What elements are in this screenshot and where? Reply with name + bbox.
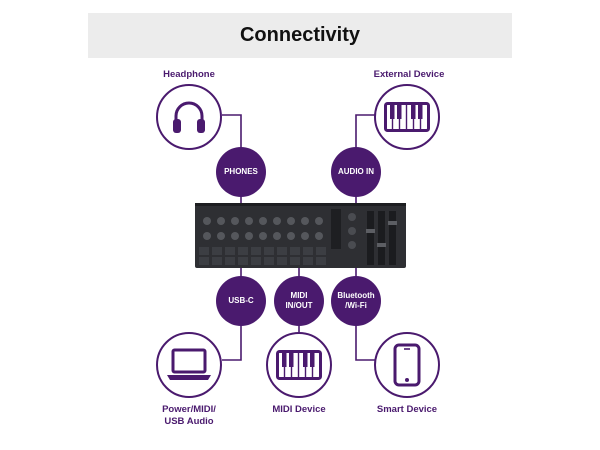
external-device-circle xyxy=(374,84,440,150)
audio-in-port-badge: AUDIO IN xyxy=(331,147,381,197)
power-midi-usb-audio-label: Power/MIDI/ USB Audio xyxy=(162,404,216,427)
smart-device-circle xyxy=(374,332,440,398)
title-banner: Connectivity xyxy=(88,13,512,58)
smart-device-label: Smart Device xyxy=(376,404,438,415)
synthesizer-device xyxy=(195,203,406,268)
bluetooth-wifi-port-badge: Bluetooth /Wi-Fi xyxy=(331,276,381,326)
headphone-label: Headphone xyxy=(163,69,215,80)
smartphone-icon xyxy=(393,343,421,387)
computer-circle xyxy=(156,332,222,398)
midi-device-label: MIDI Device xyxy=(272,404,326,415)
external-device-label: External Device xyxy=(373,69,445,80)
page-title: Connectivity xyxy=(239,24,361,46)
headphone-circle xyxy=(156,84,222,150)
usb-c-port-badge: USB-C xyxy=(216,276,266,326)
laptop-icon xyxy=(167,348,211,380)
phones-port-badge: PHONES xyxy=(216,147,266,197)
keyboard-icon xyxy=(384,102,430,132)
midi-device-circle xyxy=(266,332,332,398)
keyboard-icon xyxy=(276,350,322,380)
midi-in-out-port-badge: MIDI IN/OUT xyxy=(274,276,324,326)
headphone-icon xyxy=(173,101,205,133)
